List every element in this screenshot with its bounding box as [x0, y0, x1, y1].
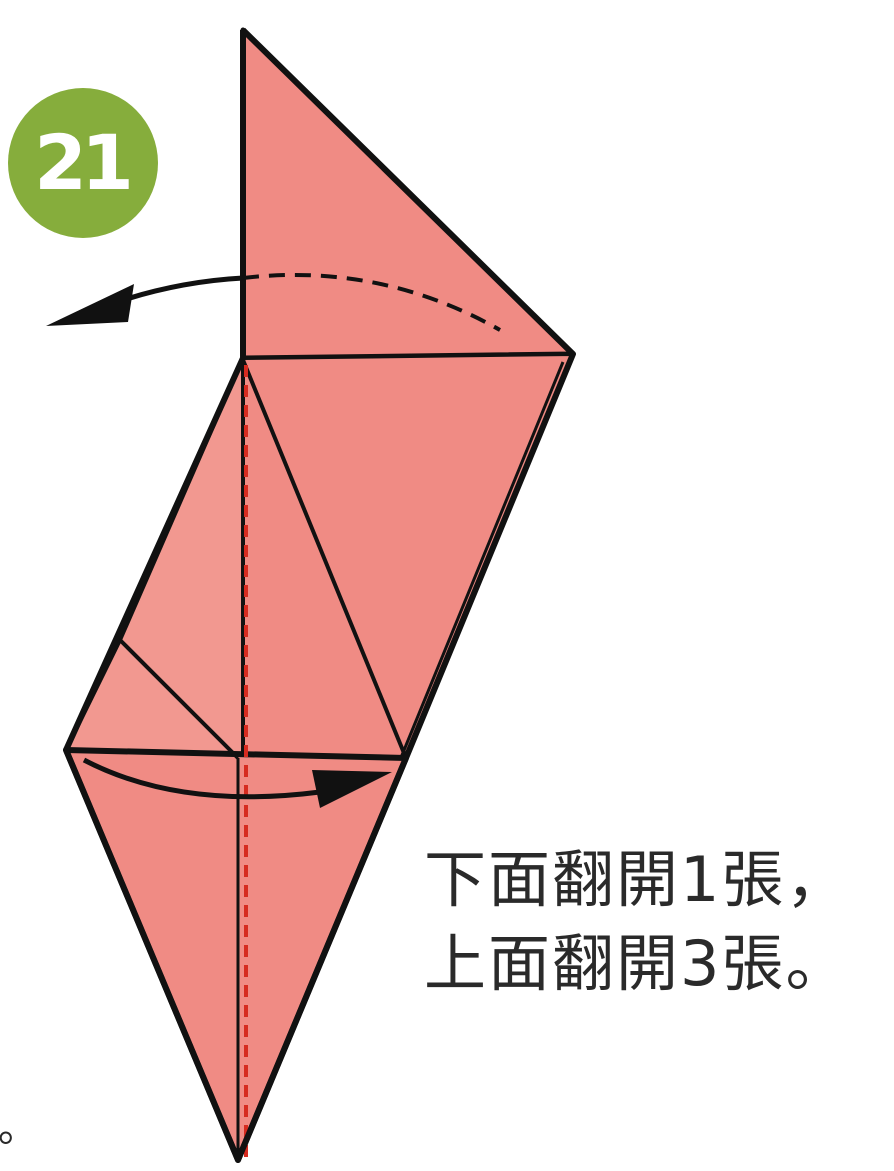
diagonal-fold-line — [241, 359, 408, 759]
instruction-line-1: 下面翻開1張， — [424, 843, 850, 916]
right-upper-panel — [241, 352, 575, 760]
small-flap-line — [118, 638, 240, 760]
step-badge: 21 — [8, 88, 158, 238]
arrow-right-head — [312, 770, 392, 808]
edge-punctuation: 。 — [0, 1105, 38, 1151]
arrow-right-icon — [82, 757, 321, 800]
instruction-text: 下面翻開1張， 上面翻開3張。 — [424, 838, 894, 1006]
top-fold-dashed-arc — [242, 272, 501, 332]
right-double-edge — [398, 361, 565, 761]
instruction-line-2: 上面翻開3張。 — [424, 927, 850, 1000]
outer-outline — [63, 27, 576, 1163]
lower-point-panel — [63, 747, 409, 1163]
arrow-left-head — [46, 284, 134, 326]
step-number: 21 — [34, 118, 134, 207]
